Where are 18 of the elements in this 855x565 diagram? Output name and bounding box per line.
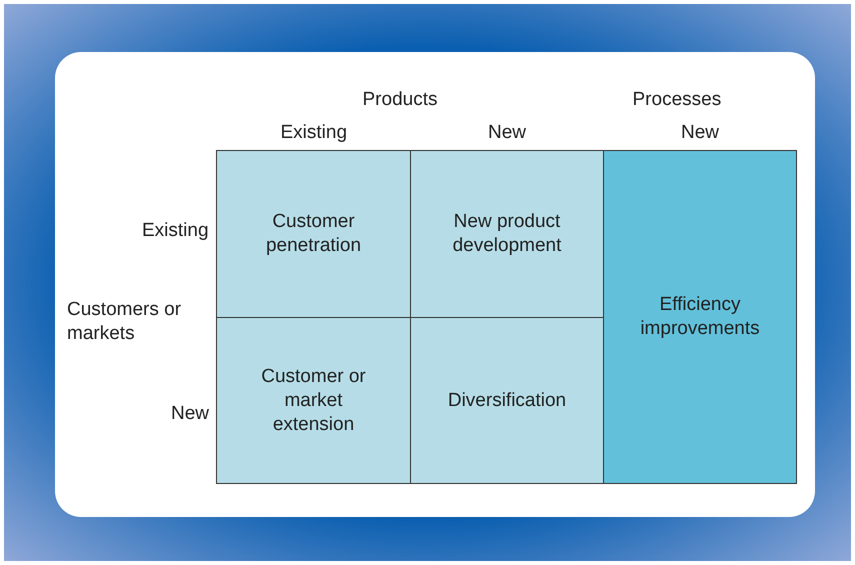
matrix-cell [603, 150, 797, 484]
matrix-cell [216, 150, 411, 318]
cell-text: Customer or market extension [260, 364, 367, 436]
column-header: New [488, 121, 526, 145]
axis-title: Processes [632, 88, 722, 112]
column-header: New [681, 121, 720, 145]
row-header: New [171, 402, 210, 426]
row-header: Existing [142, 219, 209, 243]
matrix-cell [410, 150, 604, 318]
cell-text: Diversification [448, 388, 566, 412]
cell-text: Customer penetration [264, 210, 362, 258]
matrix-cell [216, 317, 411, 484]
axis-title: Products [362, 88, 438, 112]
column-header: Existing [280, 121, 348, 145]
matrix-cell [410, 317, 604, 484]
axis-title: Customers or markets [67, 298, 182, 346]
cell-text: Efficiency improvements [639, 293, 761, 341]
cell-text: New product development [452, 210, 562, 258]
